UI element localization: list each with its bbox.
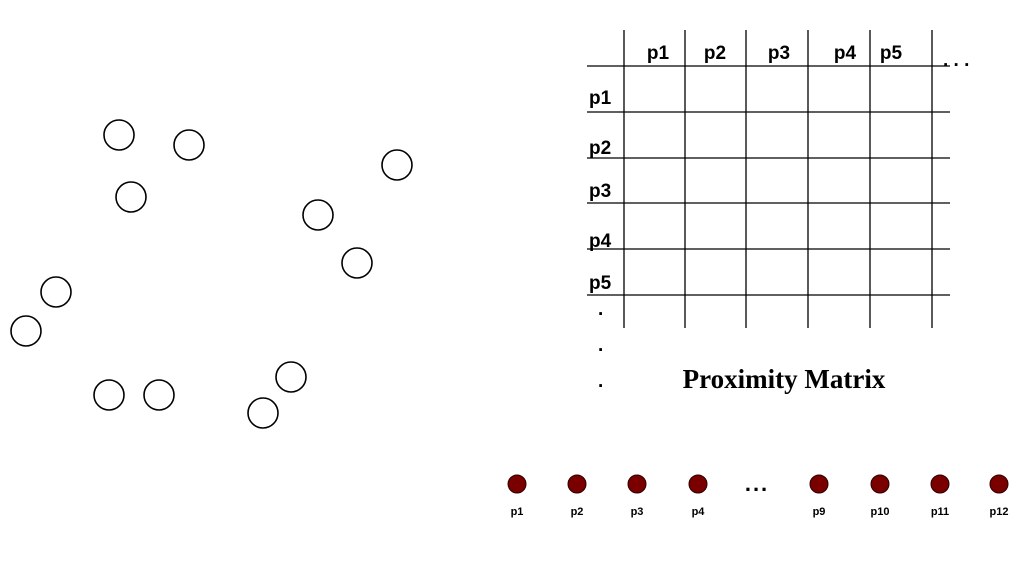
scatter-point xyxy=(103,119,135,151)
scatter-point xyxy=(247,397,279,429)
matrix-column-header: p3 xyxy=(768,43,790,64)
sequence-node xyxy=(809,474,829,494)
matrix-row-dot: . xyxy=(598,371,603,392)
matrix-row-dot: . xyxy=(598,335,603,356)
matrix-column-header: p2 xyxy=(704,43,726,64)
sequence-node-label: p10 xyxy=(871,506,890,518)
scatter-point xyxy=(341,247,373,279)
sequence-node xyxy=(567,474,587,494)
scatter-point xyxy=(10,315,42,347)
sequence-node-label: p3 xyxy=(631,506,644,518)
matrix-row-header: p4 xyxy=(589,231,612,252)
matrix-row-headers: p1 p2 p3 p4 p5 xyxy=(589,88,612,294)
matrix-row-dot: . xyxy=(598,299,603,320)
sequence-node xyxy=(507,474,527,494)
matrix-row-header: p3 xyxy=(589,181,611,202)
sequence-node-label: p1 xyxy=(511,506,524,518)
scatter-point xyxy=(93,379,125,411)
scatter-point xyxy=(143,379,175,411)
matrix-row-ellipsis: ... xyxy=(598,299,603,392)
sequence-node xyxy=(627,474,647,494)
sequence-node xyxy=(870,474,890,494)
matrix-column-header: p4 xyxy=(834,43,857,64)
matrix-column-ellipsis: . . . xyxy=(943,50,969,71)
scatter-point xyxy=(40,276,72,308)
sequence-node xyxy=(989,474,1009,494)
scatter-point xyxy=(173,129,205,161)
sequence-node-label: p12 xyxy=(990,506,1009,518)
sequence-node-label: p4 xyxy=(692,506,706,518)
sequence-node-label: p9 xyxy=(813,506,826,518)
matrix-row-header: p5 xyxy=(589,273,612,294)
matrix-grid xyxy=(587,30,950,328)
matrix-row-header: p2 xyxy=(589,138,611,159)
sequence-node xyxy=(688,474,708,494)
matrix-column-headers: p1 p2 p3 p4 p5 xyxy=(647,43,903,64)
sequence-node-label: p2 xyxy=(571,506,584,518)
matrix-row-header: p1 xyxy=(589,88,612,109)
scatter-point xyxy=(381,149,413,181)
sequence-node-label: p11 xyxy=(931,506,949,518)
matrix-column-header: p5 xyxy=(880,43,903,64)
scatter-points xyxy=(10,119,413,429)
point-sequence: p1 p2 p3 p4 p9 p10 p11 p12 ... xyxy=(507,471,1009,518)
sequence-nodes: p1 p2 p3 p4 p9 p10 p11 p12 xyxy=(507,474,1009,518)
sequence-node xyxy=(930,474,950,494)
scatter-point xyxy=(115,181,147,213)
scatter-point xyxy=(275,361,307,393)
matrix-title: Proximity Matrix xyxy=(683,364,886,394)
matrix-column-header: p1 xyxy=(647,43,670,64)
sequence-ellipsis: ... xyxy=(745,471,769,496)
proximity-matrix: p1 p2 p3 p4 p5 . . . p1 p2 p3 p4 p5 ... Proximit… xyxy=(587,30,969,394)
scatter-point xyxy=(302,199,334,231)
